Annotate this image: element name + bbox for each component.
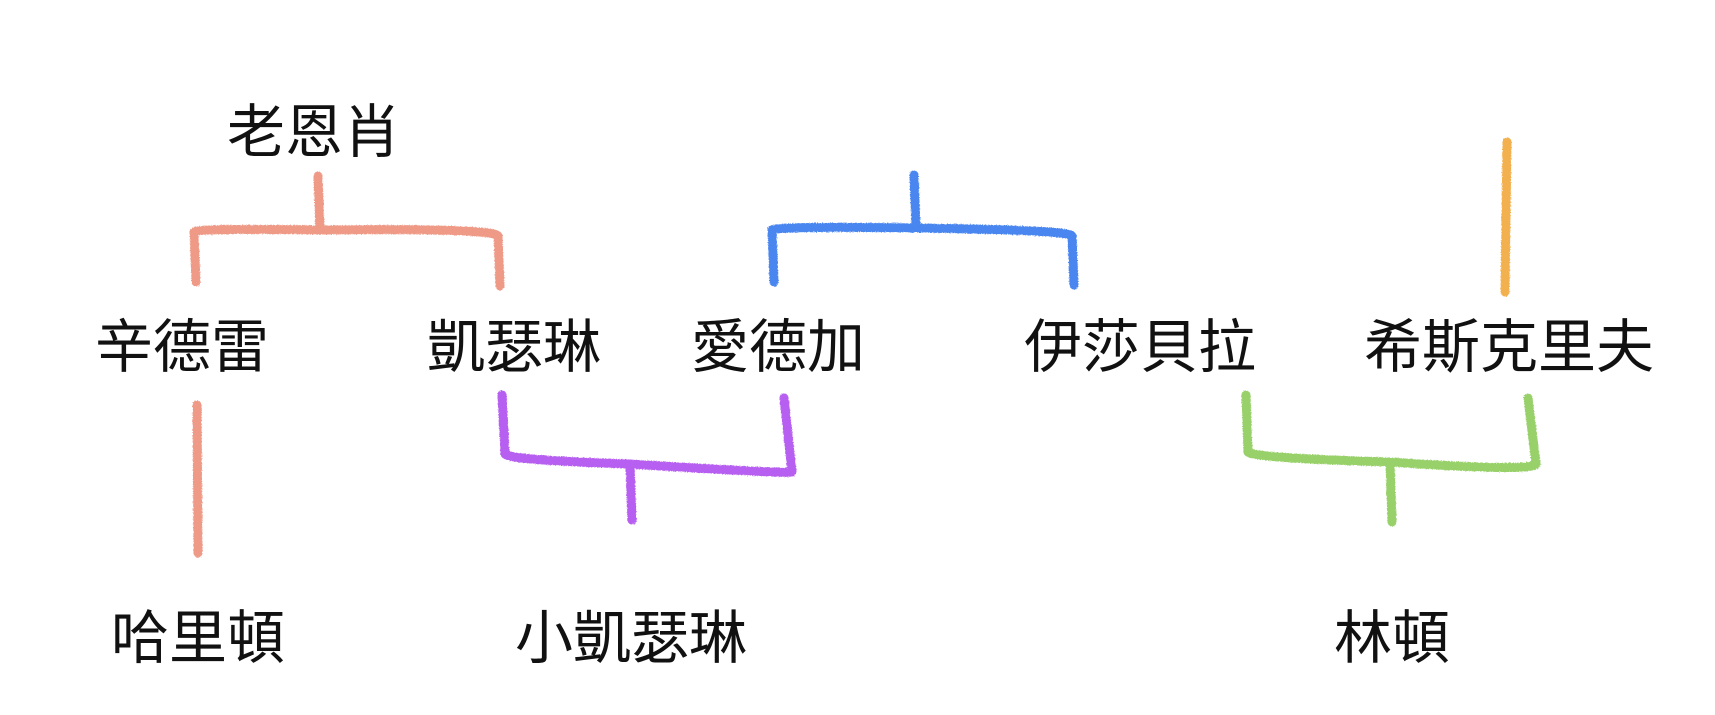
connector-linton-parent-children	[767, 170, 1079, 290]
connector-heathcliff-parent	[1500, 137, 1512, 297]
connector-old-earnshaw-children	[189, 171, 505, 291]
person-heathcliff: 希斯克里夫	[1364, 313, 1654, 381]
person-isabella: 伊莎貝拉	[1024, 313, 1256, 381]
connector-hindley-hareton	[192, 400, 203, 558]
person-hareton: 哈里頓	[111, 604, 285, 672]
person-old-earnshaw: 老恩肖	[227, 98, 401, 166]
person-catherine: 凱瑟琳	[427, 313, 601, 381]
person-hindley: 辛德雷	[95, 313, 269, 381]
connector-young-catherine	[497, 390, 797, 525]
person-edgar: 愛德加	[691, 313, 865, 381]
connector-linton	[1241, 390, 1541, 527]
person-linton: 林頓	[1334, 604, 1450, 672]
person-young-catherine: 小凱瑟琳	[515, 604, 747, 672]
